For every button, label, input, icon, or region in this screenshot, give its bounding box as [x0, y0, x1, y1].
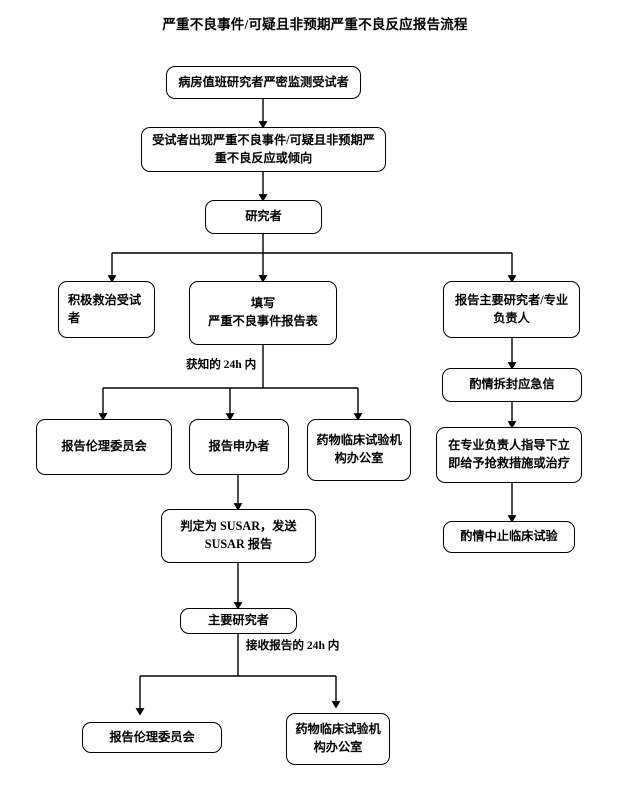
node-monitor[interactable]: 病房值班研究者严密监测受试者 [166, 66, 361, 99]
node-report-sponsor-label: 报告申办者 [208, 439, 270, 454]
node-open-envelope[interactable]: 酌情拆封应急信 [442, 368, 582, 402]
node-rescue-measure[interactable]: 在专业负责人指导下立即给予抢救措施或治疗 [436, 427, 582, 483]
page-title: 严重不良事件/可疑且非预期严重不良反应报告流程 [162, 17, 468, 32]
node-gcp-office-first-label: 药物临床试验机构办公室 [316, 433, 402, 465]
node-monitor-label: 病房值班研究者严密监测受试者 [178, 74, 349, 89]
node-occurrence[interactable]: 受试者出现严重不良事件/可疑且非预期严重不良反应或倾向 [141, 127, 386, 172]
node-rescue-subject-label: 积极救治受试者 [68, 292, 142, 325]
node-open-envelope-label: 酌情拆封应急信 [469, 377, 555, 392]
node-report-ec-first[interactable]: 报告伦理委员会 [36, 419, 172, 475]
node-suspend-trial-label: 酌情中止临床试验 [460, 529, 558, 544]
edge-label-within-24h-receipt: 接收报告的 24h 内 [246, 639, 340, 652]
node-report-sponsor[interactable]: 报告申办者 [189, 419, 289, 475]
node-fill-form[interactable]: 填写严重不良事件报告表 [189, 281, 337, 345]
node-report-ec-second-label: 报告伦理委员会 [109, 729, 195, 744]
node-report-ec-second[interactable]: 报告伦理委员会 [82, 722, 222, 753]
node-gcp-office-first[interactable]: 药物临床试验机构办公室 [307, 419, 411, 481]
node-principal-investigator[interactable]: 主要研究者 [180, 608, 297, 634]
node-fill-form-label: 填写严重不良事件报告表 [208, 296, 318, 328]
node-report-pi[interactable]: 报告主要研究者/专业负责人 [443, 281, 580, 338]
node-gcp-office-second-label: 药物临床试验机构办公室 [295, 722, 381, 754]
node-rescue-subject[interactable]: 积极救治受试者 [58, 281, 155, 338]
node-rescue-measure-label: 在专业负责人指导下立即给予抢救措施或治疗 [448, 438, 570, 470]
node-occurrence-label: 受试者出现严重不良事件/可疑且非预期严重不良反应或倾向 [152, 132, 375, 165]
node-principal-investigator-label: 主要研究者 [208, 613, 269, 628]
node-gcp-office-second[interactable]: 药物临床试验机构办公室 [286, 713, 390, 765]
node-report-ec-first-label: 报告伦理委员会 [61, 439, 147, 454]
node-report-pi-label: 报告主要研究者/专业负责人 [454, 292, 569, 325]
node-investigator-label: 研究者 [245, 209, 282, 224]
node-suspend-trial[interactable]: 酌情中止临床试验 [443, 521, 575, 553]
node-investigator[interactable]: 研究者 [205, 200, 322, 234]
edge-label-within-24h-known: 获知的 24h 内 [186, 358, 257, 371]
